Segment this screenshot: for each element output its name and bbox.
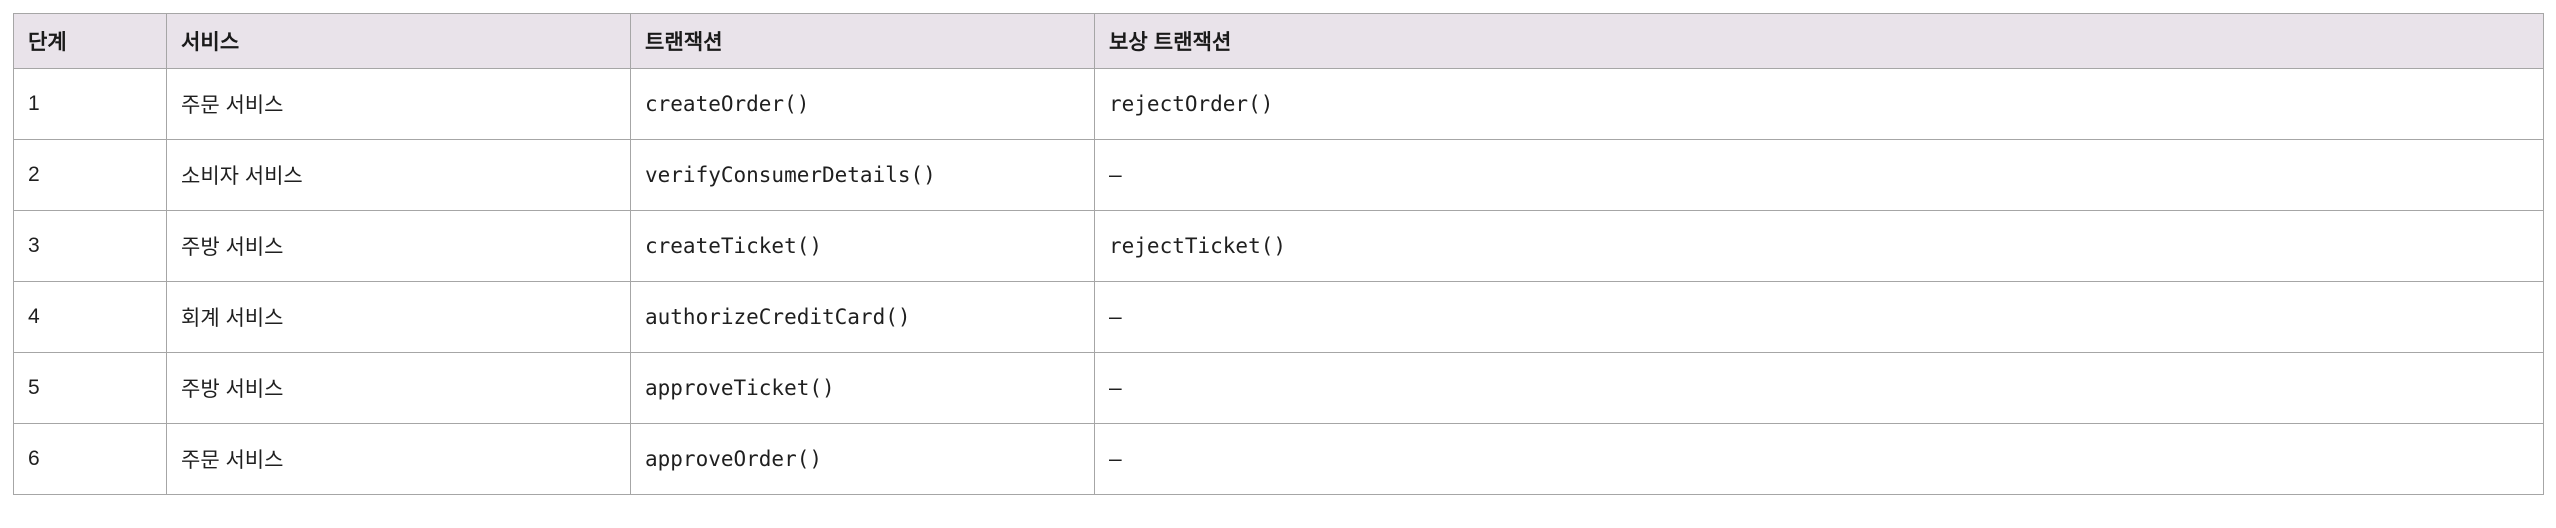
cell-compensating-transaction: – xyxy=(1094,423,2544,495)
cell-step: 2 xyxy=(13,139,167,211)
table-row: 6 주문 서비스 approveOrder() – xyxy=(13,423,2544,495)
cell-compensating-transaction: rejectTicket() xyxy=(1094,210,2544,282)
cell-step: 5 xyxy=(13,352,167,424)
cell-service: 주문 서비스 xyxy=(166,423,631,495)
cell-service: 주문 서비스 xyxy=(166,68,631,140)
cell-step: 3 xyxy=(13,210,167,282)
cell-service: 회계 서비스 xyxy=(166,281,631,353)
column-header-compensating-transaction: 보상 트랜잭션 xyxy=(1094,13,2544,69)
cell-transaction: createTicket() xyxy=(630,210,1095,282)
table-body: 1 주문 서비스 createOrder() rejectOrder() 2 소… xyxy=(13,68,2544,495)
cell-transaction: verifyConsumerDetails() xyxy=(630,139,1095,211)
cell-step: 6 xyxy=(13,423,167,495)
cell-transaction: authorizeCreditCard() xyxy=(630,281,1095,353)
column-header-service: 서비스 xyxy=(166,13,631,69)
cell-compensating-transaction: – xyxy=(1094,139,2544,211)
cell-service: 주방 서비스 xyxy=(166,352,631,424)
cell-transaction: createOrder() xyxy=(630,68,1095,140)
table-row: 2 소비자 서비스 verifyConsumerDetails() – xyxy=(13,139,2544,211)
table-header-row: 단계 서비스 트랜잭션 보상 트랜잭션 xyxy=(13,13,2544,69)
table-row: 3 주방 서비스 createTicket() rejectTicket() xyxy=(13,210,2544,282)
cell-step: 1 xyxy=(13,68,167,140)
cell-compensating-transaction: – xyxy=(1094,352,2544,424)
saga-steps-table: 단계 서비스 트랜잭션 보상 트랜잭션 1 주문 서비스 createOrder… xyxy=(13,13,2544,495)
column-header-step: 단계 xyxy=(13,13,167,69)
cell-transaction: approveTicket() xyxy=(630,352,1095,424)
saga-steps-table-container: 단계 서비스 트랜잭션 보상 트랜잭션 1 주문 서비스 createOrder… xyxy=(13,13,2544,495)
cell-compensating-transaction: rejectOrder() xyxy=(1094,68,2544,140)
column-header-transaction: 트랜잭션 xyxy=(630,13,1095,69)
table-row: 4 회계 서비스 authorizeCreditCard() – xyxy=(13,281,2544,353)
table-row: 1 주문 서비스 createOrder() rejectOrder() xyxy=(13,68,2544,140)
table-header: 단계 서비스 트랜잭션 보상 트랜잭션 xyxy=(13,13,2544,69)
table-row: 5 주방 서비스 approveTicket() – xyxy=(13,352,2544,424)
cell-compensating-transaction: – xyxy=(1094,281,2544,353)
cell-service: 주방 서비스 xyxy=(166,210,631,282)
cell-service: 소비자 서비스 xyxy=(166,139,631,211)
cell-step: 4 xyxy=(13,281,167,353)
cell-transaction: approveOrder() xyxy=(630,423,1095,495)
